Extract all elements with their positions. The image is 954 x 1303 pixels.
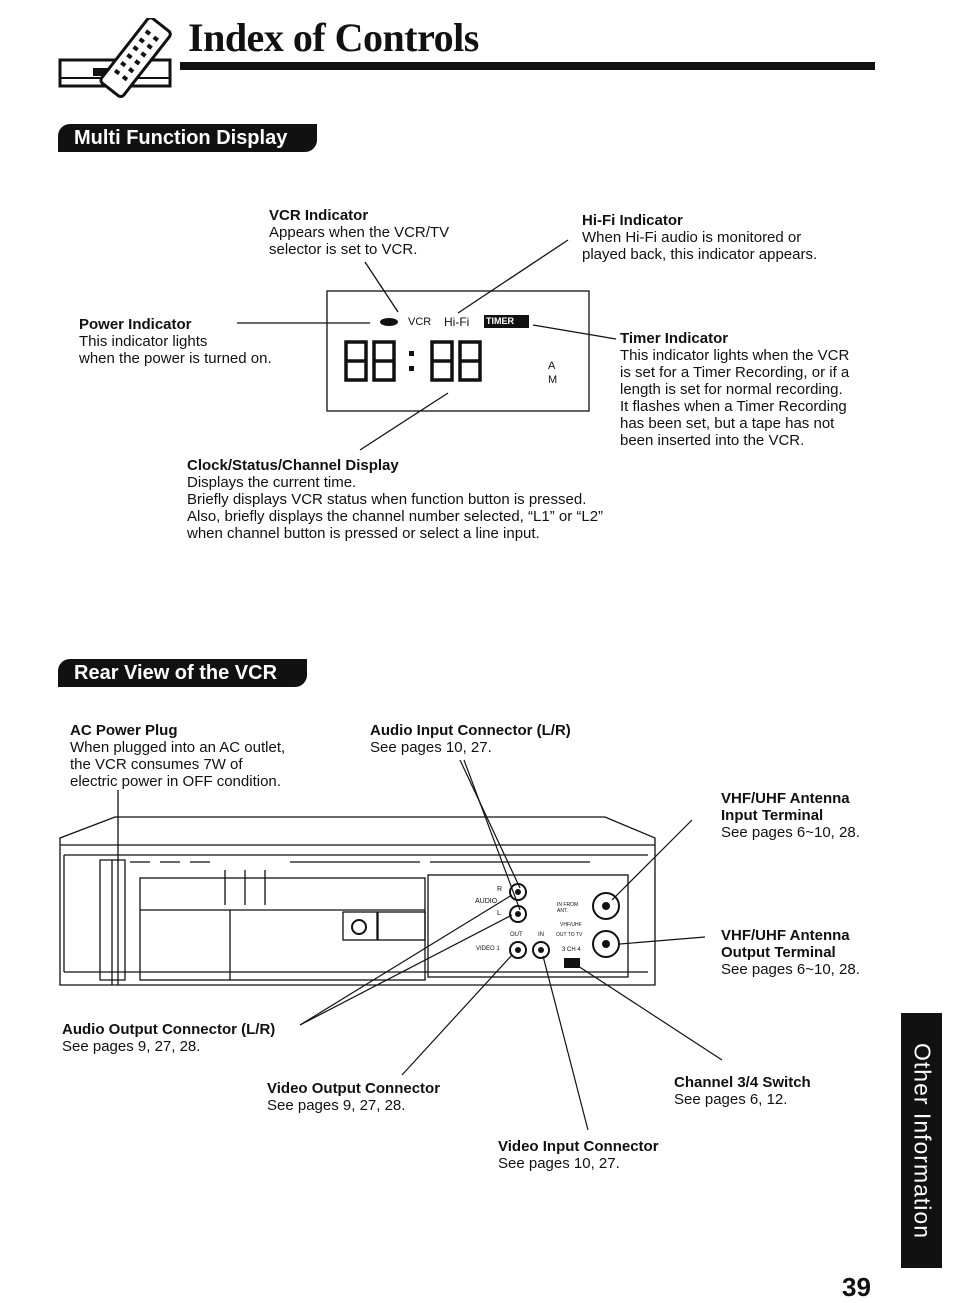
callout-text: selector is set to VCR.: [269, 241, 418, 258]
callout-text: See pages 9, 27, 28.: [267, 1097, 406, 1114]
rear-label-in-from-ant: IN FROM ANT.: [557, 902, 579, 914]
power-dot-icon: [380, 318, 398, 326]
callout-text: See pages 10, 27.: [498, 1155, 620, 1172]
callout-audio-output: Audio Output Connector (L/R) See pages 9…: [62, 1021, 275, 1055]
display-timer-label: TIMER: [486, 316, 514, 326]
rear-label-l: L: [497, 910, 501, 917]
callout-text: electric power in OFF condition.: [70, 773, 281, 790]
rear-label-vhf-uhf: VHF/UHF: [560, 922, 582, 928]
callout-title: Timer Indicator: [620, 330, 729, 347]
callout-channel-switch: Channel 3/4 Switch See pages 6, 12.: [674, 1074, 811, 1108]
timer-badge: [484, 315, 529, 328]
vcr-remote-icon: [58, 18, 172, 99]
callout-text: has been set, but a tape has not: [620, 415, 835, 432]
callout-vcr-indicator: VCR Indicator Appears when the VCR/TV se…: [269, 207, 449, 258]
display-hifi-label: Hi-Fi: [444, 315, 470, 329]
rear-label-ch: 3 CH 4: [562, 947, 581, 953]
display-pm-label: M: [548, 374, 558, 386]
callout-text: the VCR consumes 7W of: [70, 756, 243, 773]
callout-text: Briefly displays VCR status when functio…: [187, 491, 587, 508]
display-am-label: A: [548, 360, 556, 372]
rear-label-out-to-tv: OUT TO TV: [556, 932, 583, 938]
callout-title: Audio Output Connector (L/R): [62, 1021, 276, 1038]
callout-title: Video Output Connector: [267, 1080, 441, 1097]
callout-title-2: Output Terminal: [721, 944, 836, 961]
rear-label-audio: AUDIO: [475, 898, 498, 905]
callout-video-output: Video Output Connector See pages 9, 27, …: [267, 1080, 440, 1114]
callout-text: when channel button is pressed or select…: [187, 525, 540, 542]
callout-text: Also, briefly displays the channel numbe…: [187, 508, 604, 525]
callout-text: See pages 9, 27, 28.: [62, 1038, 201, 1055]
callout-text: See pages 6~10, 28.: [721, 824, 860, 841]
section-side-tab: Other Information: [901, 1013, 942, 1268]
callout-title: Audio Input Connector (L/R): [370, 722, 571, 739]
page-title: Index of Controls: [188, 15, 479, 60]
side-tab-label: Other Information: [909, 1042, 935, 1239]
callout-antenna-output: VHF/UHF Antenna Output Terminal See page…: [721, 927, 860, 978]
callout-text: This indicator lights: [79, 333, 208, 350]
callout-title: Hi-Fi Indicator: [582, 212, 683, 229]
callout-title-2: Input Terminal: [721, 807, 824, 824]
callout-title: VHF/UHF Antenna: [721, 927, 850, 944]
callout-power-indicator: Power Indicator This indicator lights wh…: [79, 316, 272, 367]
callout-text: When Hi-Fi audio is monitored or: [582, 229, 802, 246]
callout-text: Displays the current time.: [187, 474, 357, 491]
callout-clock-display: Clock/Status/Channel Display Displays th…: [187, 457, 603, 542]
callout-title: AC Power Plug: [70, 722, 178, 739]
title-rule: [180, 62, 875, 70]
callout-video-input: Video Input Connector See pages 10, 27.: [498, 1138, 659, 1172]
display-vcr-label: VCR: [408, 316, 432, 328]
callout-antenna-input: VHF/UHF Antenna Input Terminal See pages…: [721, 790, 860, 841]
callout-text: See pages 6, 12.: [674, 1091, 788, 1108]
seven-segment-digits: [344, 340, 482, 382]
rear-label-out: OUT: [510, 932, 523, 938]
callout-title: Clock/Status/Channel Display: [187, 457, 399, 474]
callout-text: See pages 10, 27.: [370, 739, 492, 756]
callout-ac-power-plug: AC Power Plug When plugged into an AC ou…: [70, 722, 285, 790]
callout-text: is set for a Timer Recording, or if a: [620, 364, 850, 381]
callout-title: VCR Indicator: [269, 207, 369, 224]
callout-text: played back, this indicator appears.: [582, 246, 818, 263]
callout-title: Video Input Connector: [498, 1138, 659, 1155]
callout-text: when the power is turned on.: [79, 350, 272, 367]
callout-title: VHF/UHF Antenna: [721, 790, 850, 807]
callout-text: been inserted into the VCR.: [620, 432, 805, 449]
page-number: 39: [842, 1272, 871, 1302]
rear-label-in: IN: [538, 932, 544, 938]
rear-label-video: VIDEO 1: [476, 946, 500, 952]
callout-text: Appears when the VCR/TV: [269, 224, 450, 241]
callout-audio-input: Audio Input Connector (L/R) See pages 10…: [370, 722, 571, 756]
callout-text: When plugged into an AC outlet,: [70, 739, 286, 756]
callout-text: It flashes when a Timer Recording: [620, 398, 847, 415]
section-heading-rear-view: Rear View of the VCR: [58, 659, 308, 687]
section-heading-multi-function: Multi Function Display: [58, 124, 318, 152]
rear-label-r: R: [497, 886, 503, 893]
callout-title: Channel 3/4 Switch: [674, 1074, 811, 1091]
callout-text: This indicator lights when the VCR: [620, 347, 850, 364]
callout-title: Power Indicator: [79, 316, 192, 333]
callout-text: length is set for normal recording.: [620, 381, 843, 398]
callout-timer-indicator: Timer Indicator This indicator lights wh…: [620, 330, 849, 449]
callout-text: See pages 6~10, 28.: [721, 961, 860, 978]
callout-hifi-indicator: Hi-Fi Indicator When Hi-Fi audio is moni…: [582, 212, 817, 263]
